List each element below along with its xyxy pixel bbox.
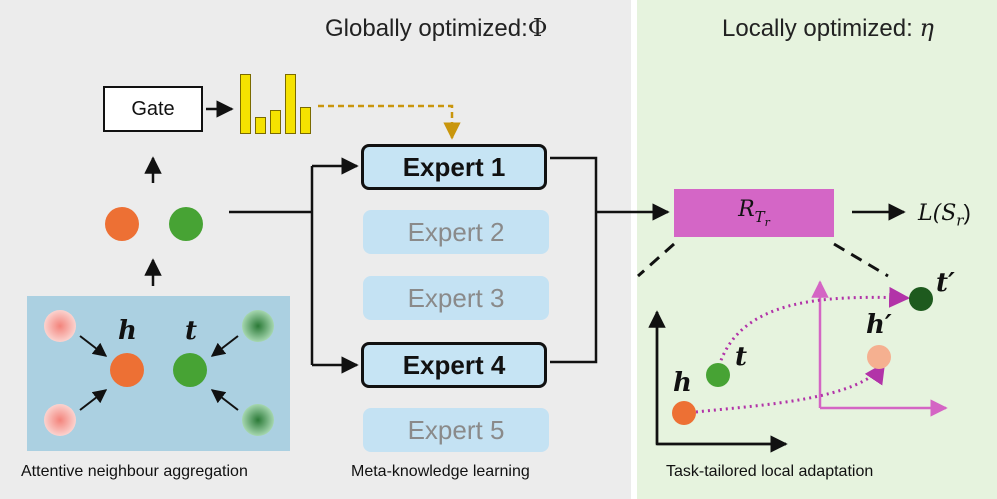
local-tail-label: t (735, 342, 748, 372)
expert-5-box: Expert 5 (363, 408, 549, 452)
gate-weight-bar-4 (285, 74, 296, 134)
expert-3-box: Expert 3 (363, 276, 549, 320)
relation-label: RTr (738, 197, 770, 229)
local-tail-node (706, 363, 730, 387)
expert-2-box: Expert 2 (363, 210, 549, 254)
loss-label: L(Sr) (918, 200, 971, 230)
expert-1-box: Expert 1 (361, 144, 547, 190)
experts-merge-line (550, 156, 598, 364)
head-adapt-path (695, 362, 886, 414)
gate-box: Gate (103, 86, 203, 132)
neighbour-node-bl (44, 404, 76, 436)
head-node (110, 353, 144, 387)
aggregated-head-node (105, 207, 139, 241)
caption-aggregation: Attentive neighbour aggregation (21, 463, 248, 480)
gate-weight-bar-3 (270, 110, 281, 134)
gate-weight-arrow (318, 104, 461, 140)
local-head-prime-node (867, 345, 891, 369)
tail-node (173, 353, 207, 387)
expert-4-box: Expert 4 (361, 342, 547, 388)
neighbour-node-tl (44, 310, 76, 342)
tail-label: t (185, 316, 198, 346)
neighbour-node-br (242, 404, 274, 436)
neighbour-node-tr (242, 310, 274, 342)
gate-weight-bar-5 (300, 107, 311, 134)
local-head-node (672, 401, 696, 425)
gate-weight-bar-1 (240, 74, 251, 134)
gate-weight-bar-2 (255, 117, 266, 134)
global-panel-title: Globally optimized:Φ (325, 14, 548, 42)
local-head-label: h (673, 368, 692, 398)
zoom-line-left (637, 242, 675, 278)
aggregated-tail-node (169, 207, 203, 241)
caption-meta: Meta-knowledge learning (351, 463, 530, 480)
tail-adapt-path (717, 286, 911, 367)
head-label: h (118, 316, 137, 346)
local-tail-prime-label: t′ (936, 268, 955, 298)
local-head-prime-label: h′ (866, 310, 892, 340)
caption-local: Task-tailored local adaptation (666, 463, 874, 480)
zoom-line-right (833, 242, 889, 278)
local-tail-prime-node (909, 287, 933, 311)
local-panel-title: Locally optimized: η (722, 14, 934, 42)
relation-box: RTr (674, 189, 834, 237)
